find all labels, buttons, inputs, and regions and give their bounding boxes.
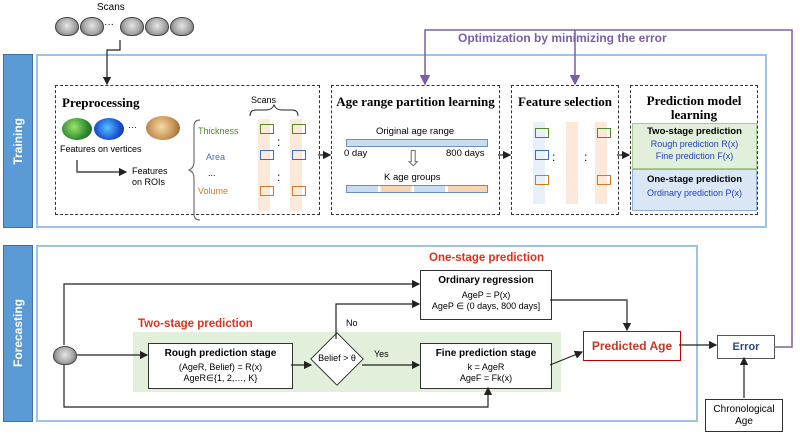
roi-surface-image <box>146 116 180 140</box>
area-label: Area <box>206 152 226 162</box>
thickness-label: Thickness <box>198 126 239 136</box>
feature-column <box>290 119 302 211</box>
features-on-vertices-label: Features on vertices <box>60 144 142 154</box>
range-start-label: 0 day <box>344 148 368 159</box>
brain-scan-icon <box>145 17 169 36</box>
features-on-rois-label: Features on ROIs <box>132 166 168 187</box>
thickness-cell <box>260 124 274 134</box>
ordinary-line2: AgeP ∈ (0 days, 800 days] <box>431 301 541 311</box>
feature-scans-label: Scans <box>251 95 277 105</box>
one-stage-prediction-label: One-stage prediction <box>429 252 545 264</box>
chronological-age-box: Chronological Age <box>705 399 783 432</box>
two-stage-training-title: Two-stage prediction <box>647 126 742 137</box>
area-cell <box>292 150 306 160</box>
ordinary-line1: AgeP = P(x) <box>461 290 511 300</box>
ordinary-regression-box: Ordinary regression AgeP = P(x) AgeP ∈ (… <box>420 270 552 320</box>
scans-to-preprocessing <box>102 40 121 86</box>
k-age-groups-label: K age groups <box>384 172 441 183</box>
matrix-dots: : <box>277 170 281 184</box>
selected-cell <box>535 175 549 185</box>
feature-column <box>258 119 270 211</box>
input-to-ordinary <box>63 279 421 345</box>
rough-stage-title: Rough prediction stage <box>164 348 277 359</box>
input-to-fine <box>63 365 493 408</box>
fine-line2: AgeF = Fk(x) <box>459 373 513 383</box>
ordinary-regression-title: Ordinary regression <box>438 275 534 286</box>
forecasting-tab: Forecasting <box>3 245 33 422</box>
cortex-surface-image <box>94 118 124 140</box>
volume-cell <box>292 186 306 196</box>
training-tab: Training <box>3 54 33 228</box>
rough-line1: (AgeR, Belief) = R(x) <box>178 362 263 372</box>
yes-label: Yes <box>374 349 389 359</box>
matrix-dots: : <box>277 135 281 149</box>
preprocessing-title: Preprocessing <box>62 95 140 110</box>
selected-cell <box>597 175 611 185</box>
cortex-surface-image <box>62 118 92 140</box>
vertices-to-rois-arrow <box>76 160 128 177</box>
feature-selection-title: Feature selection <box>518 94 612 109</box>
selected-feature-column <box>566 122 578 204</box>
scans-brace <box>249 103 299 117</box>
range-end-label: 800 days <box>446 148 485 159</box>
ellipsis-label: ... <box>208 168 216 178</box>
matrix-dots: : <box>552 150 556 164</box>
original-range-bar <box>346 139 488 147</box>
two-stage-training-panel: Two-stage prediction Rough prediction R(… <box>632 123 757 169</box>
scans-ellipsis: ··· <box>104 19 114 30</box>
selected-cell <box>597 128 611 138</box>
optimization-loop <box>419 29 793 348</box>
area-cell <box>260 150 274 160</box>
two-stage-prediction-label: Two-stage prediction <box>138 318 253 330</box>
predicted-age-box: Predicted Age <box>583 331 681 361</box>
age-partition-box: Age range partition learning Original ag… <box>331 85 500 215</box>
rough-prediction-stage-box: Rough prediction stage (AgeR, Belief) = … <box>148 343 293 389</box>
rough-line2: AgeR∈{1, 2,…, K} <box>183 373 258 383</box>
predicted-age-label: Predicted Age <box>591 339 673 353</box>
matrix-dots: : <box>584 150 588 164</box>
surface-ellipsis: ··· <box>128 122 137 132</box>
chronological-age-label: Chronological Age <box>713 403 775 427</box>
volume-label: Volume <box>198 186 229 196</box>
no-label: No <box>346 318 358 328</box>
ordinary-prediction-item: Ordinary prediction P(x) <box>646 188 743 198</box>
k-age-groups-bar <box>346 185 488 193</box>
volume-cell <box>260 186 274 196</box>
brain-scan-icon <box>120 17 144 36</box>
original-range-label: Original age range <box>376 126 455 137</box>
preprocessing-box: Preprocessing ··· Features on vertices F… <box>55 85 320 215</box>
features-brace <box>187 119 201 221</box>
selected-cell <box>535 150 549 160</box>
brain-scan-icon <box>55 17 79 36</box>
down-arrow-icon: ⇩ <box>404 146 423 171</box>
selected-cell <box>535 128 549 138</box>
selected-feature-column <box>533 122 545 204</box>
selected-feature-column <box>595 122 607 204</box>
fine-prediction-item: Fine prediction F(x) <box>655 151 734 161</box>
belief-no-to-ordinary <box>335 299 421 339</box>
ordinary-to-predicted <box>550 299 632 332</box>
rough-prediction-item: Rough prediction R(x) <box>650 139 739 149</box>
error-label: Error <box>732 341 760 353</box>
thickness-cell <box>292 124 306 134</box>
belief-condition-label: Belief > θ <box>318 353 356 363</box>
input-scan-icon <box>53 346 77 365</box>
optimization-label: Optimization by minimizing the error <box>458 31 667 45</box>
one-stage-training-panel: One-stage prediction Ordinary prediction… <box>632 169 757 211</box>
brain-scan-icon <box>170 17 194 36</box>
top-scans-label: Scans <box>97 2 125 13</box>
fine-line1: k = AgeR <box>467 362 505 372</box>
one-stage-training-title: One-stage prediction <box>646 174 742 185</box>
age-partition-title: Age range partition learning <box>336 94 495 109</box>
prediction-model-title: Prediction model learning <box>646 93 742 122</box>
fine-stage-title: Fine prediction stage <box>435 348 537 359</box>
fine-to-predicted <box>549 350 584 366</box>
brain-scan-icon <box>80 17 104 36</box>
